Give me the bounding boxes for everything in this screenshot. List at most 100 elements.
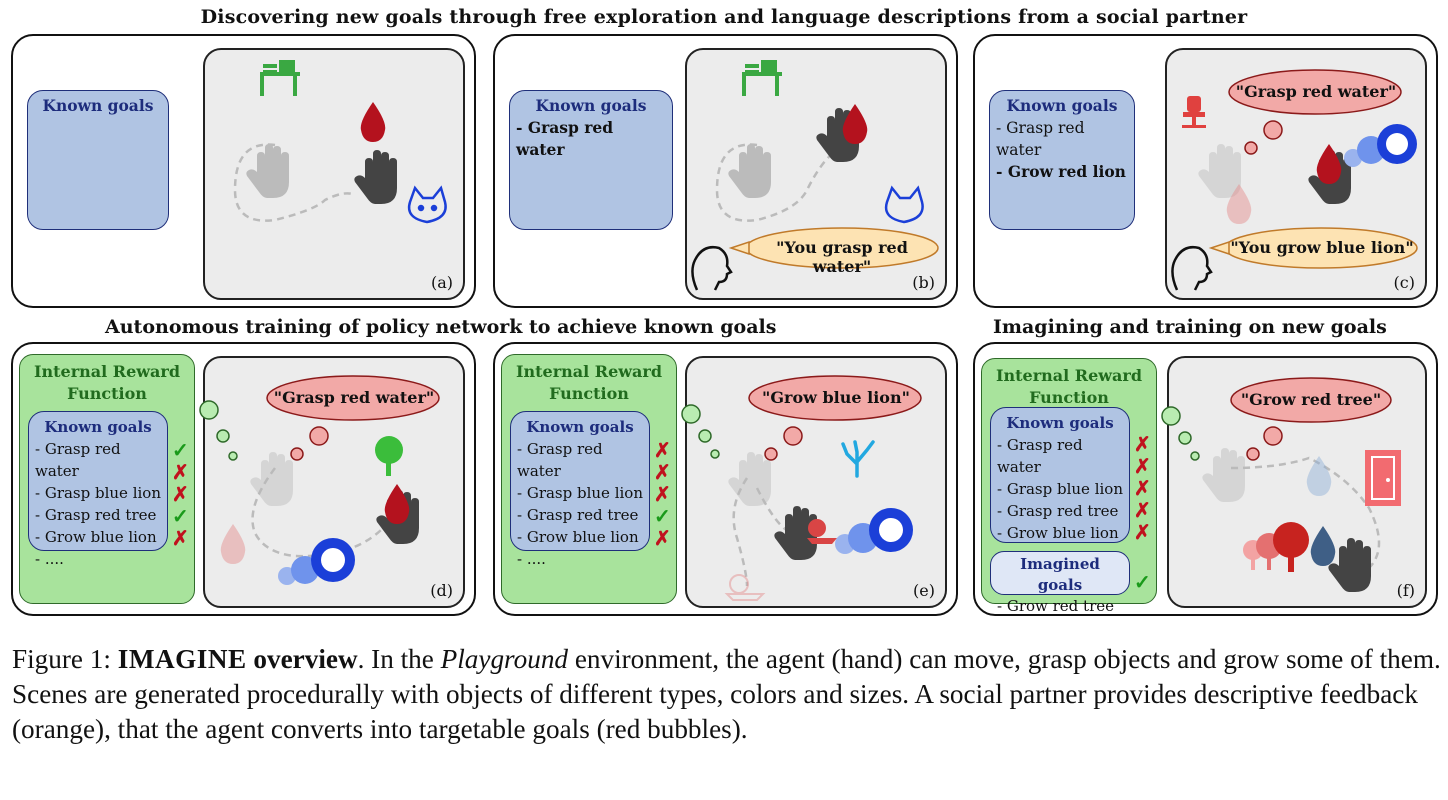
green-desk-icon xyxy=(260,60,300,96)
caption-italic: Playground xyxy=(440,644,569,674)
blue-lion-icons xyxy=(835,508,913,554)
row1-header: Discovering new goals through free explo… xyxy=(200,6,1248,28)
cross-icon: ✗ xyxy=(654,482,671,506)
check-icon: ✓ xyxy=(172,438,189,462)
panel-label: (b) xyxy=(912,273,935,292)
scene-c: "Grasp red water" "You grow blue lion" (… xyxy=(1165,48,1427,300)
caption-text-2: environment, the agent (hand) can move, … xyxy=(12,644,1441,744)
known-goals-title: Known goals xyxy=(1006,96,1118,115)
scene-f: "Grow red tree" (f) xyxy=(1167,356,1427,608)
red-chair-icon xyxy=(1182,96,1206,128)
known-goals-title: Known goals xyxy=(526,418,634,436)
known-goal-item: - Grasp red water xyxy=(516,118,614,159)
known-goals-box: Known goals - Grasp red water - Grasp bl… xyxy=(28,411,168,568)
thought-bubble-text: "Grasp red water" xyxy=(273,388,435,407)
scene-d-drawing xyxy=(220,375,440,585)
ghost-hand-icon xyxy=(1202,448,1245,502)
speech-bubble-text: "You grow blue lion" xyxy=(1230,238,1414,257)
cross-icon: ✗ xyxy=(172,482,189,506)
known-goal-item: - Grasp blue lion xyxy=(35,484,161,502)
panel-b: Known goals - Grasp red water "You grasp… xyxy=(493,34,958,308)
known-goals-box: Known goals - Grasp red water - Grasp bl… xyxy=(990,407,1130,564)
blue-coral-icon xyxy=(841,440,875,478)
social-partner-icon xyxy=(691,246,733,291)
known-goal-item: - Grasp red tree xyxy=(997,502,1119,520)
green-tree-icon xyxy=(375,436,403,476)
green-desk-icon xyxy=(742,60,782,96)
known-goal-item: - Grasp blue lion xyxy=(517,484,643,502)
known-goals-box: Known goals - Grasp red water - Grasp bl… xyxy=(510,411,650,568)
blue-lion-icons xyxy=(278,538,355,585)
ghost-hand-icon xyxy=(728,452,771,506)
known-goals-box: Known goals - Grasp red water xyxy=(509,90,673,230)
known-goals-box: Known goals - Grasp red water - Grow red… xyxy=(989,90,1135,230)
red-water-icon xyxy=(1316,144,1342,184)
scene-d: "Grasp red water" (d) xyxy=(203,356,465,608)
thought-trail xyxy=(681,404,720,459)
social-partner-icon xyxy=(1171,246,1213,291)
row2-right-header: Imagining and training on new goals xyxy=(993,316,1387,338)
thought-bubble-shape xyxy=(266,375,440,421)
panel-c: Known goals - Grasp red water - Grow red… xyxy=(973,34,1438,308)
blue-cat-icon xyxy=(884,185,924,224)
check-icon: ✓ xyxy=(654,504,671,528)
scene-b-drawing xyxy=(691,60,939,291)
known-goals-title: Known goals xyxy=(535,96,647,115)
cross-icon: ✗ xyxy=(654,438,671,462)
imagined-goals-title: Imagined goals xyxy=(1020,555,1100,594)
red-water-icon xyxy=(360,102,386,142)
known-goals-box: Known goals xyxy=(27,90,169,230)
thought-bubble-text: "Grow blue lion" xyxy=(762,388,910,407)
panel-label: (e) xyxy=(913,581,935,600)
cross-icon: ✗ xyxy=(654,526,671,550)
panel-label: (a) xyxy=(430,273,453,292)
thought-bubble-text: "Grow red tree" xyxy=(1240,390,1382,409)
known-goal-item: - Grow red lion xyxy=(996,162,1126,181)
known-goal-item: - Grasp blue lion xyxy=(997,480,1123,498)
cross-icon: ✗ xyxy=(1134,432,1151,456)
thought-bubble-shape xyxy=(748,375,922,421)
speech-bubble-text: "You grasp red water" xyxy=(776,238,908,276)
ghost-hand-icon xyxy=(1198,144,1241,198)
scene-e-drawing xyxy=(724,375,922,601)
blue-cat-icon xyxy=(407,185,447,224)
known-goal-item: - Grasp red water xyxy=(517,440,603,480)
cross-icon: ✗ xyxy=(1134,520,1151,544)
cross-icon: ✗ xyxy=(1134,498,1151,522)
ghost-red-water-icon xyxy=(220,524,246,564)
cross-icon: ✗ xyxy=(1134,476,1151,500)
blue-lion-icons xyxy=(1344,124,1417,167)
ghost-hand-icon xyxy=(250,452,293,506)
known-goal-item: - Grasp red tree xyxy=(35,506,157,524)
cross-icon: ✗ xyxy=(654,460,671,484)
reward-marks: ✗ ✗ ✗ ✗ ✗ xyxy=(1134,433,1151,543)
imagined-goals-box: Imagined goals - Grow red tree xyxy=(990,551,1130,615)
check-icon: ✓ xyxy=(1134,570,1151,594)
known-goals-title: Known goals xyxy=(44,418,152,436)
red-door-icon xyxy=(1365,450,1401,506)
cross-icon: ✗ xyxy=(172,526,189,550)
red-water-icon xyxy=(384,484,410,524)
row2-left-header: Autonomous training of policy network to… xyxy=(105,316,777,338)
scene-c-drawing xyxy=(1171,69,1418,291)
known-goal-item: - Grow blue lion xyxy=(35,528,157,546)
red-fruit-icon xyxy=(807,519,837,544)
scene-f-drawing xyxy=(1202,377,1401,592)
panel-a: Known goals (a) xyxy=(11,34,476,308)
thought-bubble-shape xyxy=(1228,69,1402,115)
hand-icon xyxy=(1328,538,1371,592)
caption-name: IMAGINE xyxy=(117,644,247,674)
caption-prefix: Figure 1: xyxy=(12,644,118,674)
red-tree-icons xyxy=(1243,522,1309,572)
thought-bubble-shape xyxy=(1230,377,1392,423)
ghost-fruit-icon xyxy=(724,574,766,601)
scene-e: "Grow blue lion" (e) xyxy=(685,356,947,608)
known-goals-title: Known goals xyxy=(1006,414,1114,432)
